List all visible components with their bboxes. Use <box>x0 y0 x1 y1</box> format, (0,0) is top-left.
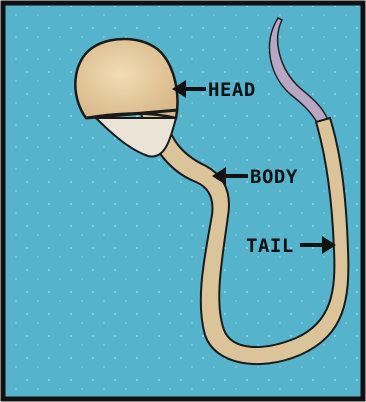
body-label: BODY <box>250 166 298 188</box>
tail-label: TAIL <box>246 235 294 257</box>
head-label: HEAD <box>208 79 256 101</box>
